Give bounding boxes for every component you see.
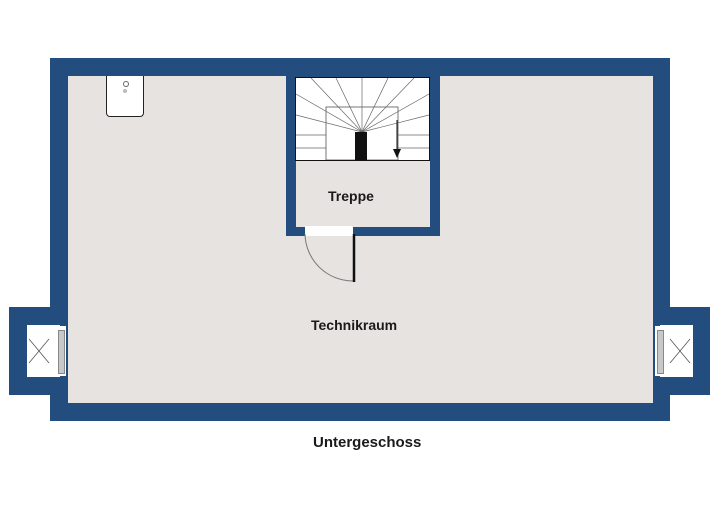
boiler-icon	[106, 76, 144, 117]
stair-icon	[295, 77, 430, 161]
left-light-well	[27, 325, 60, 377]
light-well-icon	[28, 338, 50, 364]
door-opening	[305, 226, 353, 236]
window-icon	[56, 326, 66, 376]
door-swing-icon	[304, 234, 356, 282]
treppe-floor	[296, 160, 430, 227]
window-icon	[655, 326, 665, 376]
floor-title: Untergeschoss	[313, 434, 422, 451]
right-light-well	[660, 325, 693, 377]
room-label-technikraum: Technikraum	[311, 317, 398, 333]
light-well-icon	[669, 338, 691, 364]
room-label-treppe: Treppe	[328, 188, 374, 204]
